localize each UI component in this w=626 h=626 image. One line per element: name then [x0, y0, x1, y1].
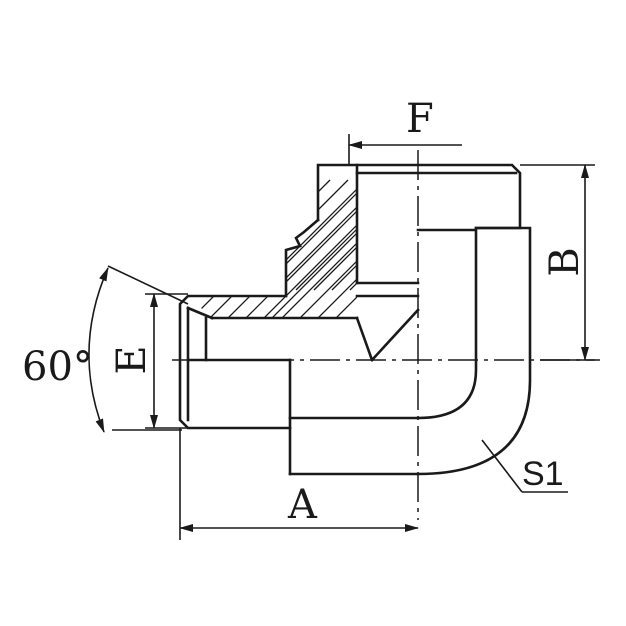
dimension-f: F: [348, 96, 462, 165]
dimension-a-label: A: [287, 482, 318, 528]
leader-s1-label: S1: [522, 455, 564, 493]
dimension-f-label: F: [406, 96, 434, 142]
dimension-a: A: [179, 428, 419, 540]
angle-label: 60°: [22, 344, 93, 390]
dimension-e: E: [109, 293, 188, 429]
dimension-e-label: E: [109, 345, 155, 374]
fitting-outline: [178, 163, 532, 476]
angle-dimension: 60°: [22, 265, 189, 433]
dimension-b-label: B: [542, 247, 588, 276]
dimension-b: B: [520, 164, 595, 361]
center-lines: [172, 150, 600, 520]
leader-s1: S1: [481, 439, 568, 493]
